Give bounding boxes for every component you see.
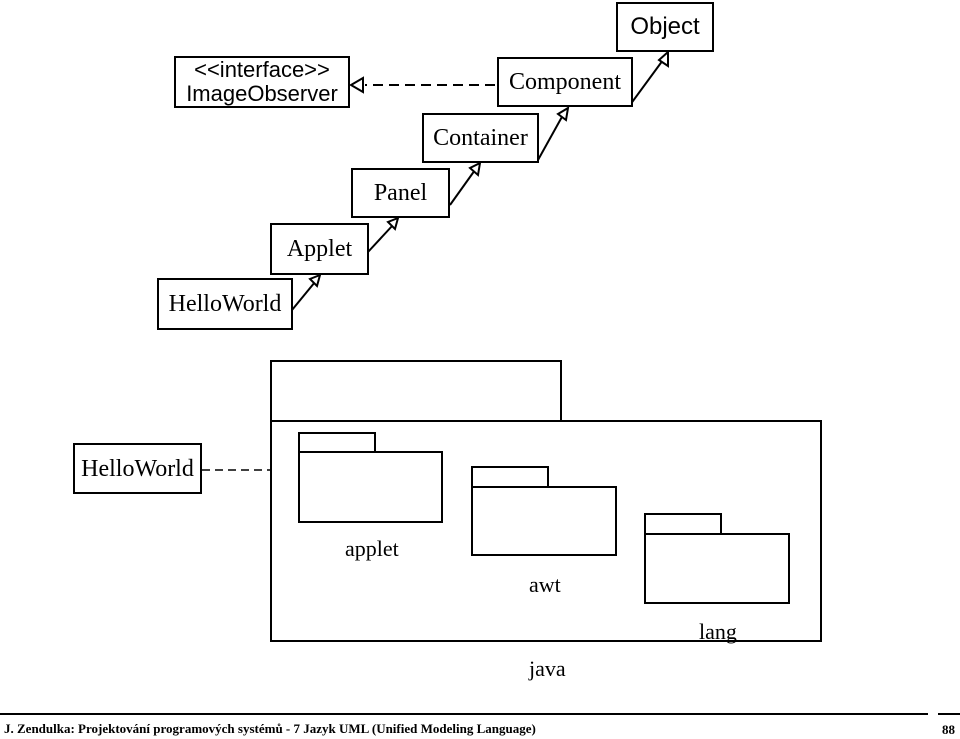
package-lang-label: lang — [699, 619, 737, 644]
inheritance-arrow-applet-panel — [367, 216, 400, 253]
class-panel: Panel — [351, 168, 450, 218]
class-applet-label: Applet — [286, 236, 353, 262]
package-java-label: java — [529, 656, 566, 681]
class-component: Component — [497, 57, 633, 107]
package-awt-tab — [471, 466, 549, 488]
class-component-label: Component — [509, 69, 621, 95]
package-awt-label: awt — [529, 572, 561, 597]
class-helloworld-pkgdiagram-label: HelloWorld — [81, 455, 194, 482]
package-java-tab — [270, 360, 562, 422]
interface-imageobserver: <<interface>> ImageObserver — [174, 56, 350, 108]
class-helloworld-label: HelloWorld — [168, 291, 282, 317]
package-applet-label: applet — [345, 536, 399, 561]
class-object-label: Object — [630, 13, 700, 40]
footer-text: J. Zendulka: Projektování programových s… — [4, 721, 536, 736]
class-helloworld-pkgdiagram: HelloWorld — [73, 443, 202, 494]
package-applet — [298, 451, 443, 523]
realization-arrow-component-imageobserver — [349, 76, 495, 94]
page-number: 88 — [942, 722, 955, 737]
inheritance-arrow-container-component — [537, 106, 570, 161]
interface-name: ImageObserver — [186, 81, 338, 106]
class-object: Object — [616, 2, 714, 52]
package-lang — [644, 533, 790, 604]
package-lang-tab — [644, 513, 722, 535]
class-container: Container — [422, 113, 539, 163]
package-awt — [471, 486, 617, 556]
class-helloworld: HelloWorld — [157, 278, 293, 330]
interface-stereotype: <<interface>> — [194, 57, 330, 82]
inheritance-arrow-panel-container — [449, 161, 482, 206]
class-container-label: Container — [433, 125, 528, 151]
class-panel-label: Panel — [373, 180, 428, 206]
class-applet: Applet — [270, 223, 369, 275]
inheritance-arrow-component-object — [629, 49, 669, 106]
inheritance-arrow-helloworld-applet — [291, 273, 322, 311]
